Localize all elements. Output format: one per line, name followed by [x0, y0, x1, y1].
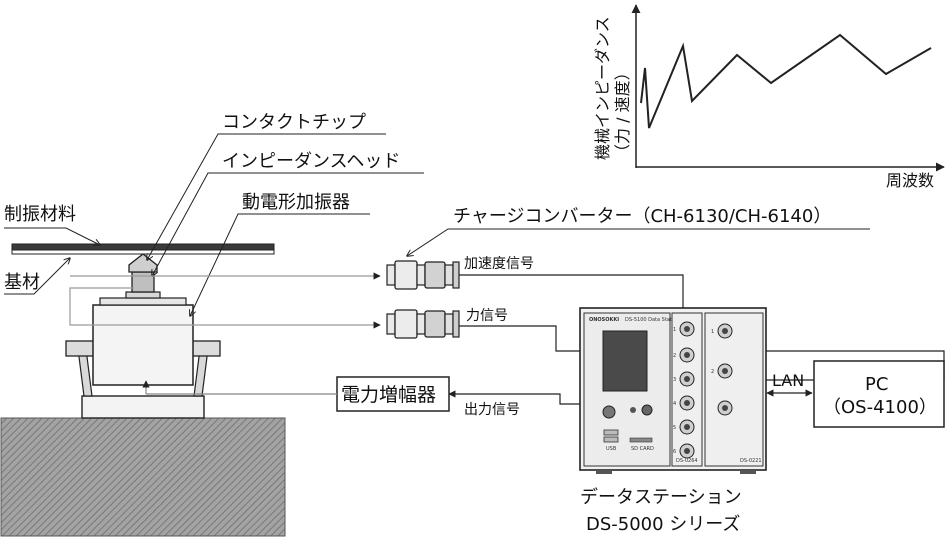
- impedance-curve: [640, 33, 932, 129]
- label-shaker: 動電形加振器: [242, 192, 350, 213]
- output-connector-pin: [722, 405, 728, 411]
- graph-x-label: 周波数: [886, 171, 934, 190]
- power-knob-icon: [602, 405, 616, 419]
- shaker-assembly: [65, 253, 221, 419]
- label-accel-signal: 加速度信号: [464, 256, 534, 272]
- usb-port: [603, 429, 619, 436]
- pc-label-1: PC: [865, 374, 888, 395]
- shaker-clamp-right: [191, 340, 221, 357]
- input-channel-5-connector: 5: [673, 419, 695, 435]
- input-channel-4-connector: 4: [673, 395, 695, 411]
- module2-label: DS-0221: [740, 458, 762, 464]
- input-channel-6-connector-number: 6: [673, 449, 676, 455]
- input-channel-5-connector-number: 5: [673, 425, 676, 431]
- charge-converter-force: [386, 309, 460, 339]
- input-channel-3-connector: 3: [673, 371, 695, 387]
- graph-y-label-1: 機械インピーダンス: [593, 16, 612, 160]
- cable-force: [69, 287, 381, 329]
- data-station-model: DS-5100 Data Station: [625, 317, 679, 323]
- data-station-screen: [602, 330, 648, 392]
- input-channel-2-connector-number: 2: [673, 353, 676, 359]
- leader-charge-converter: [407, 228, 870, 256]
- usb-label: USB: [606, 446, 617, 452]
- usb-port-2: [603, 436, 619, 443]
- data-station-caption-2: DS-5000 シリーズ: [586, 514, 740, 535]
- data-station-caption-1: データステーション: [580, 487, 742, 508]
- module-channel-1-connector: 1: [711, 323, 733, 339]
- shaker-top-ring: [99, 297, 187, 306]
- shaker-clamp-left: [65, 340, 95, 357]
- label-damping-material: 制振材料: [4, 204, 76, 225]
- contact-tip: [128, 253, 158, 273]
- module-label: DS-0264: [676, 458, 698, 464]
- aux-knob-icon: [641, 404, 653, 416]
- impedance-head: [131, 271, 155, 293]
- pc-label-2: （OS-4100）: [823, 397, 937, 418]
- label-lan: LAN: [772, 371, 804, 390]
- leader-contact-tip: [147, 133, 386, 260]
- power-amplifier-box: [336, 376, 450, 412]
- head-cables: [69, 272, 381, 329]
- label-base-material: 基材: [4, 272, 40, 293]
- label-output-signal: 出力信号: [464, 402, 520, 418]
- leader-shaker: [190, 213, 370, 316]
- module-channel-1-connector-number: 1: [711, 329, 714, 335]
- ground-block: [0, 417, 286, 537]
- input-channel-6-connector: 6: [673, 443, 695, 459]
- output-module: [704, 312, 764, 467]
- sd-slot: [629, 437, 653, 443]
- input-channel-2-connector: 2: [673, 347, 695, 363]
- shaker-body: [92, 304, 194, 386]
- input-channel-1-connector-number: 1: [673, 327, 676, 333]
- input-module: [671, 312, 703, 467]
- power-amplifier-label: 電力増幅器: [341, 384, 436, 406]
- label-impedance-head: インピーダンスヘッド: [222, 151, 400, 172]
- label-force-signal: 力信号: [466, 308, 508, 324]
- leader-impedance-head: [152, 172, 424, 276]
- shaker-base: [81, 395, 205, 419]
- data-station-foot-left: [596, 470, 612, 474]
- data-station: ONOSOKKI DS-5100 Data Station USB SD CAR…: [579, 307, 767, 474]
- headphone-jack-icon: [630, 407, 636, 413]
- data-station-foot-right: [740, 470, 756, 474]
- leader-damping-material: [4, 227, 100, 245]
- pc-box: [813, 360, 945, 428]
- data-station-brand: ONOSOKKI: [589, 317, 619, 323]
- module-channel-2-connector: 2: [711, 363, 733, 379]
- input-channel-4-connector-number: 4: [673, 401, 676, 407]
- sd-label: SD CARD: [631, 446, 654, 452]
- input-channel-3-connector-number: 3: [673, 377, 676, 383]
- label-contact-tip: コンタクトチップ: [222, 112, 366, 133]
- charge-converter-accel: [386, 260, 460, 290]
- left-labels: コンタクトチップ インピーダンスヘッド 動電形加振器 制振材料 基材: [4, 112, 424, 316]
- shaker-armature: [125, 291, 161, 299]
- label-charge-converter: チャージコンバーター（CH-6130/CH-6140）: [453, 206, 831, 227]
- input-channel-1-connector: 1: [673, 321, 695, 337]
- leader-base-material: [4, 258, 70, 295]
- module-channel-2-connector-number: 2: [711, 369, 714, 375]
- impedance-graph: 機械インピーダンス （力 / 速度） 周波数: [593, 4, 945, 190]
- damping-material-plate: [11, 243, 275, 251]
- base-material-plate: [11, 249, 275, 255]
- graph-y-label-2: （力 / 速度）: [613, 64, 632, 160]
